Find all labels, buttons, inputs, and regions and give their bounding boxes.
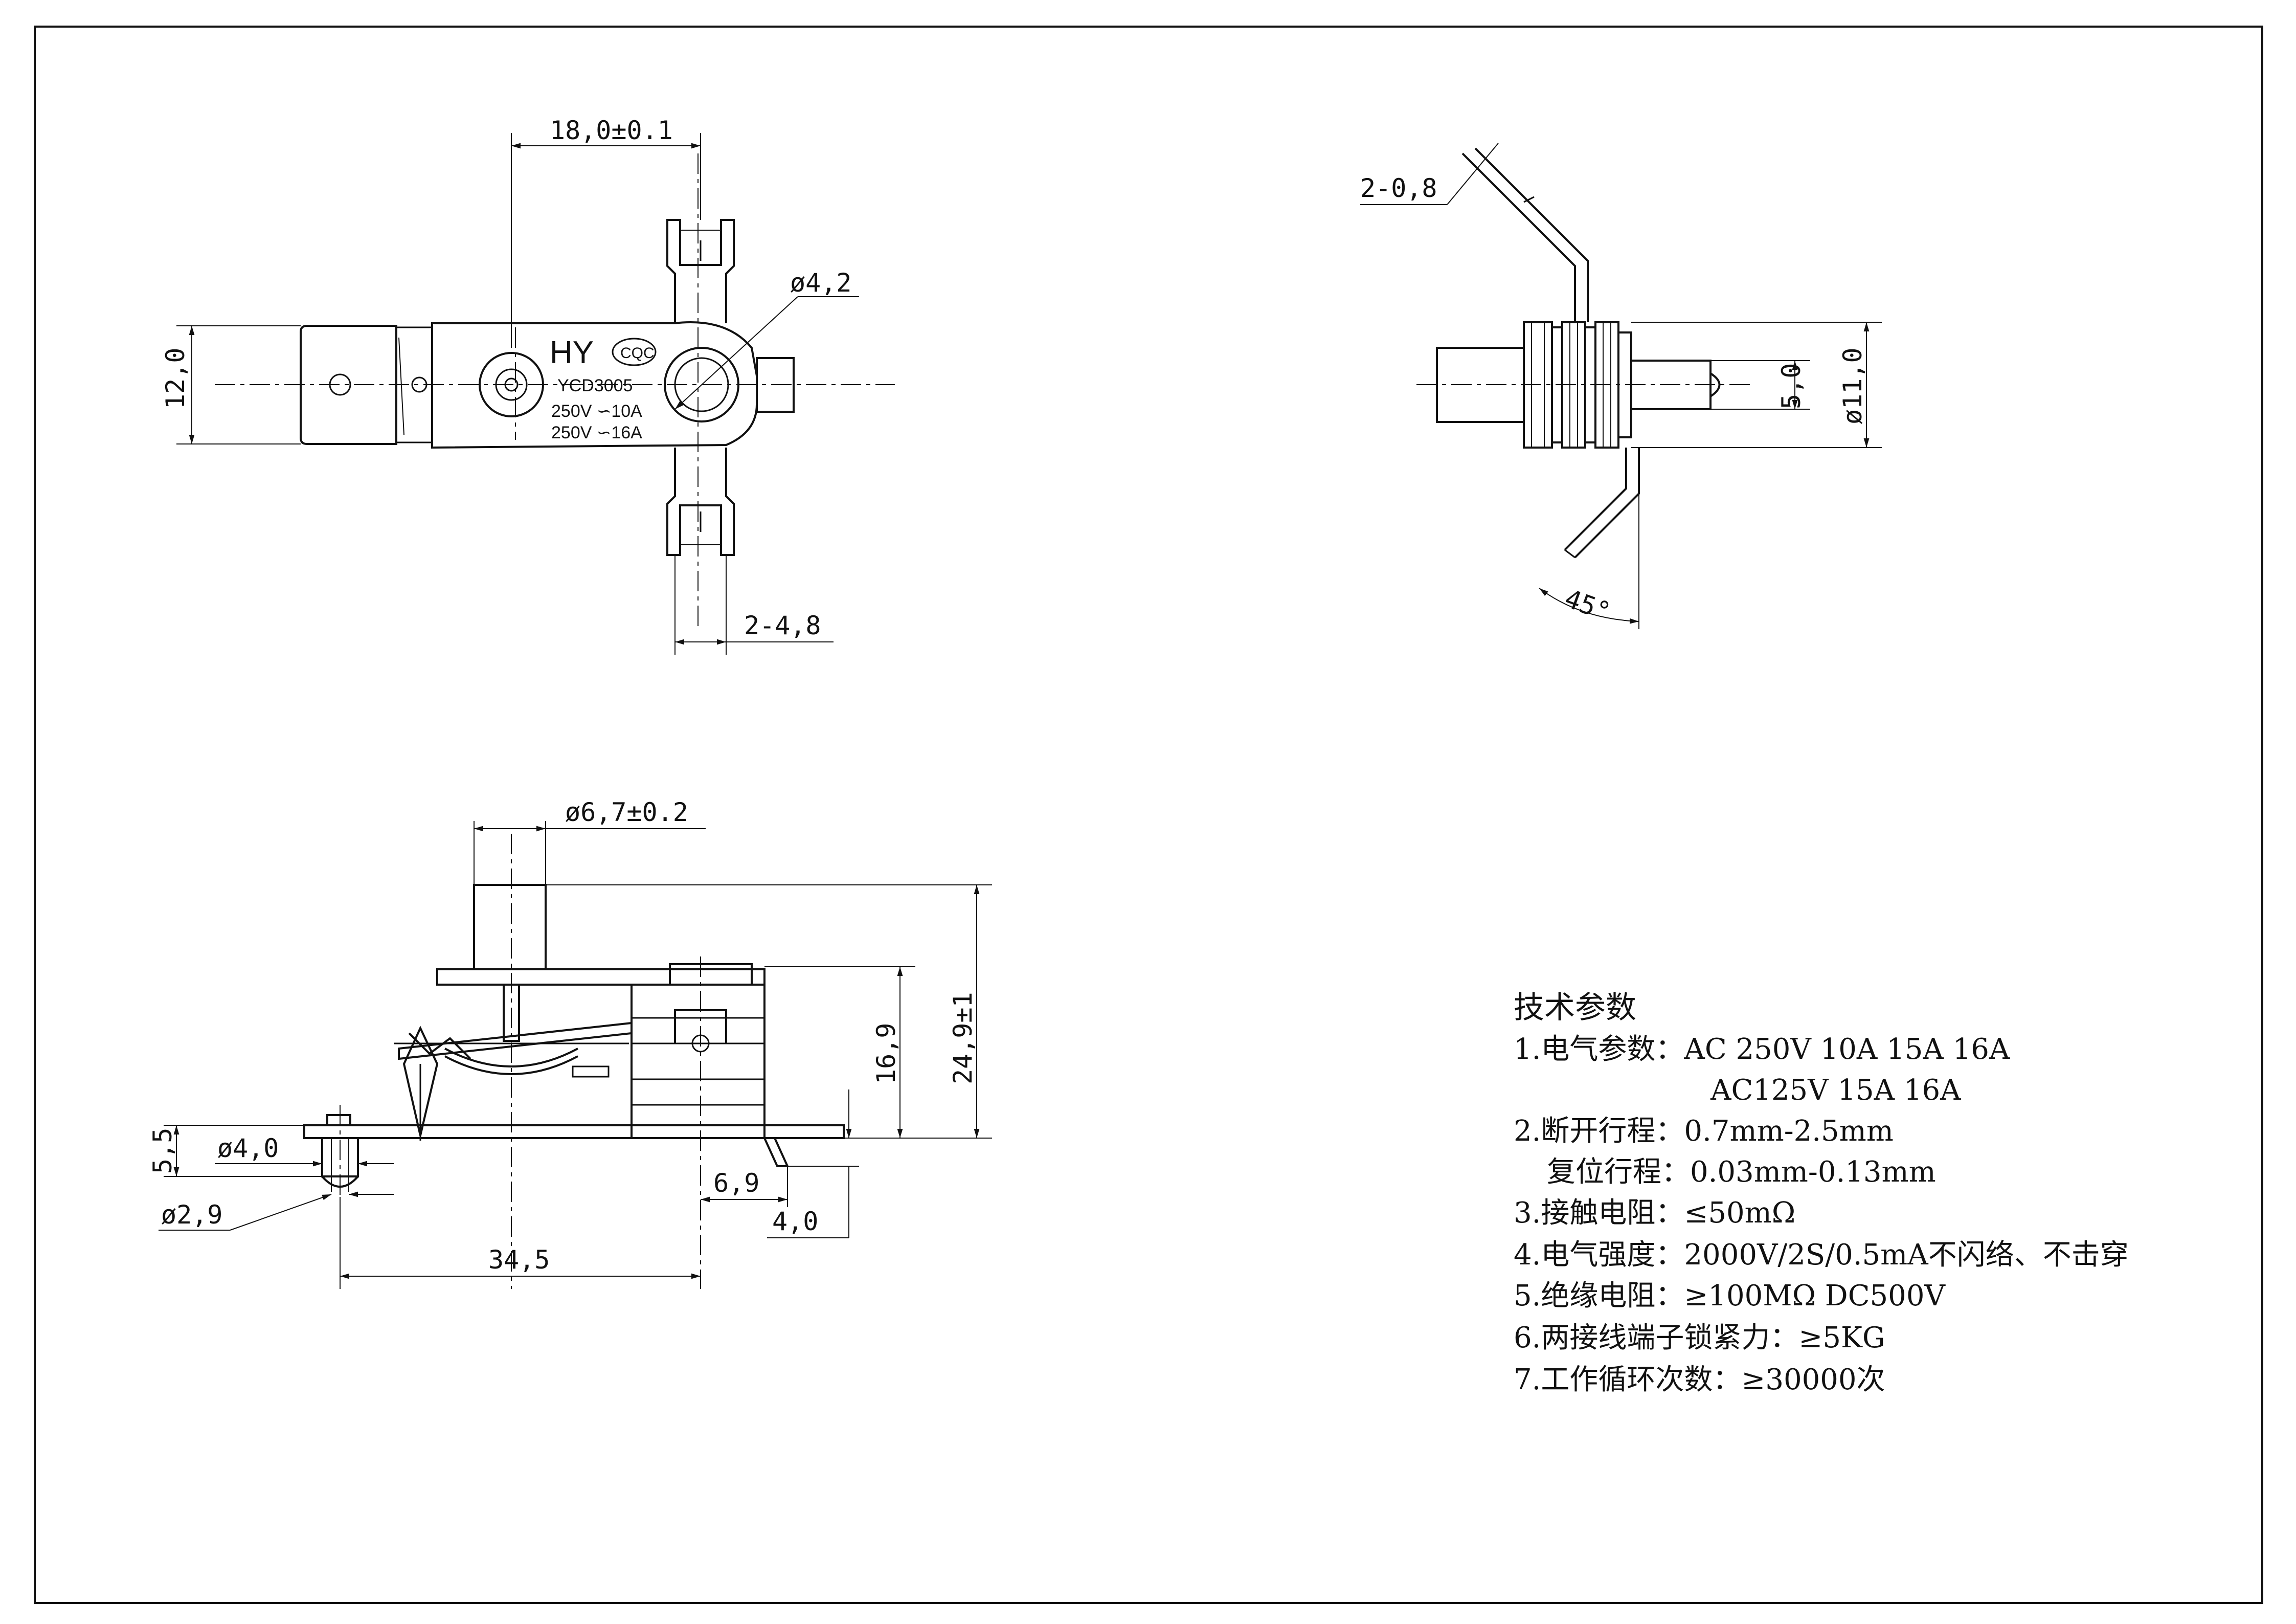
dim-hole: ø4,2 <box>790 268 851 298</box>
spec-line-6: 6.两接线端子锁紧力：≥5KG <box>1514 1321 1885 1354</box>
spec-line-3: 3.接触电阻：≤50mΩ <box>1514 1196 1795 1230</box>
drawing-border <box>34 26 2263 1604</box>
dim-height: 12,0 <box>161 348 190 409</box>
dim-body-height: 16,9 <box>871 1023 901 1084</box>
dim-total-height: 24,9±1 <box>948 992 978 1084</box>
top-view: HY CQC YCD3005 250V ∽10A 250V ∽16A 18,0±… <box>161 116 895 655</box>
spec-line-1b: AC125V 15A 16A <box>1710 1074 1961 1107</box>
dim-offset: 6,9 <box>713 1168 759 1198</box>
spec-title: 技术参数 <box>1514 990 1636 1026</box>
dim-pin-small: ø2,9 <box>161 1200 222 1230</box>
dim-angle: 45° <box>1561 584 1615 627</box>
rating-label-2: 250V ∽16A <box>551 423 642 442</box>
side-view: 2-0,8 5,0 ø11,0 45° <box>1360 143 1882 629</box>
spec-line-2: 2.断开行程：0.7mm-2.5mm <box>1514 1115 1894 1148</box>
spec-line-5: 5.绝缘电阻：≥100MΩ DC500V <box>1514 1279 1946 1312</box>
spec-line-1: 1.电气参数：AC 250V 10A 15A 16A <box>1514 1033 2010 1066</box>
dim-pin-height: 5,5 <box>148 1128 177 1174</box>
spec-line-2b: 复位行程：0.03mm-0.13mm <box>1547 1155 1936 1189</box>
dim-small: 5,0 <box>1776 363 1806 409</box>
rating-label-1: 250V ∽10A <box>551 402 642 421</box>
front-view: ø6,7±0.2 24,9±1 16,9 5,5 ø4,0 ø2,9 6,9 4… <box>148 797 992 1289</box>
dim-plate: 2-0,8 <box>1360 173 1437 203</box>
dim-bend: 4,0 <box>772 1207 818 1236</box>
dim-shaft: ø6,7±0.2 <box>565 797 688 827</box>
dim-terminal: 2-4,8 <box>744 611 821 640</box>
model-label: YCD3005 <box>557 376 633 395</box>
spec-line-4: 4.电气强度：2000V/2S/0.5mA不闪络、不击穿 <box>1514 1238 2129 1272</box>
dim-width: 18,0±0.1 <box>550 116 673 145</box>
dim-length: 34,5 <box>488 1245 550 1275</box>
dim-pin-dia: ø4,0 <box>217 1133 279 1163</box>
cert-mark: CQC <box>620 345 655 362</box>
spec-line-7: 7.工作循环次数：≥30000次 <box>1514 1363 1885 1396</box>
brand-mark: HY <box>550 335 594 370</box>
spec-table: 技术参数 1.电气参数：AC 250V 10A 15A 16A AC125V 1… <box>1514 990 2129 1396</box>
dim-diameter: ø11,0 <box>1838 347 1867 425</box>
